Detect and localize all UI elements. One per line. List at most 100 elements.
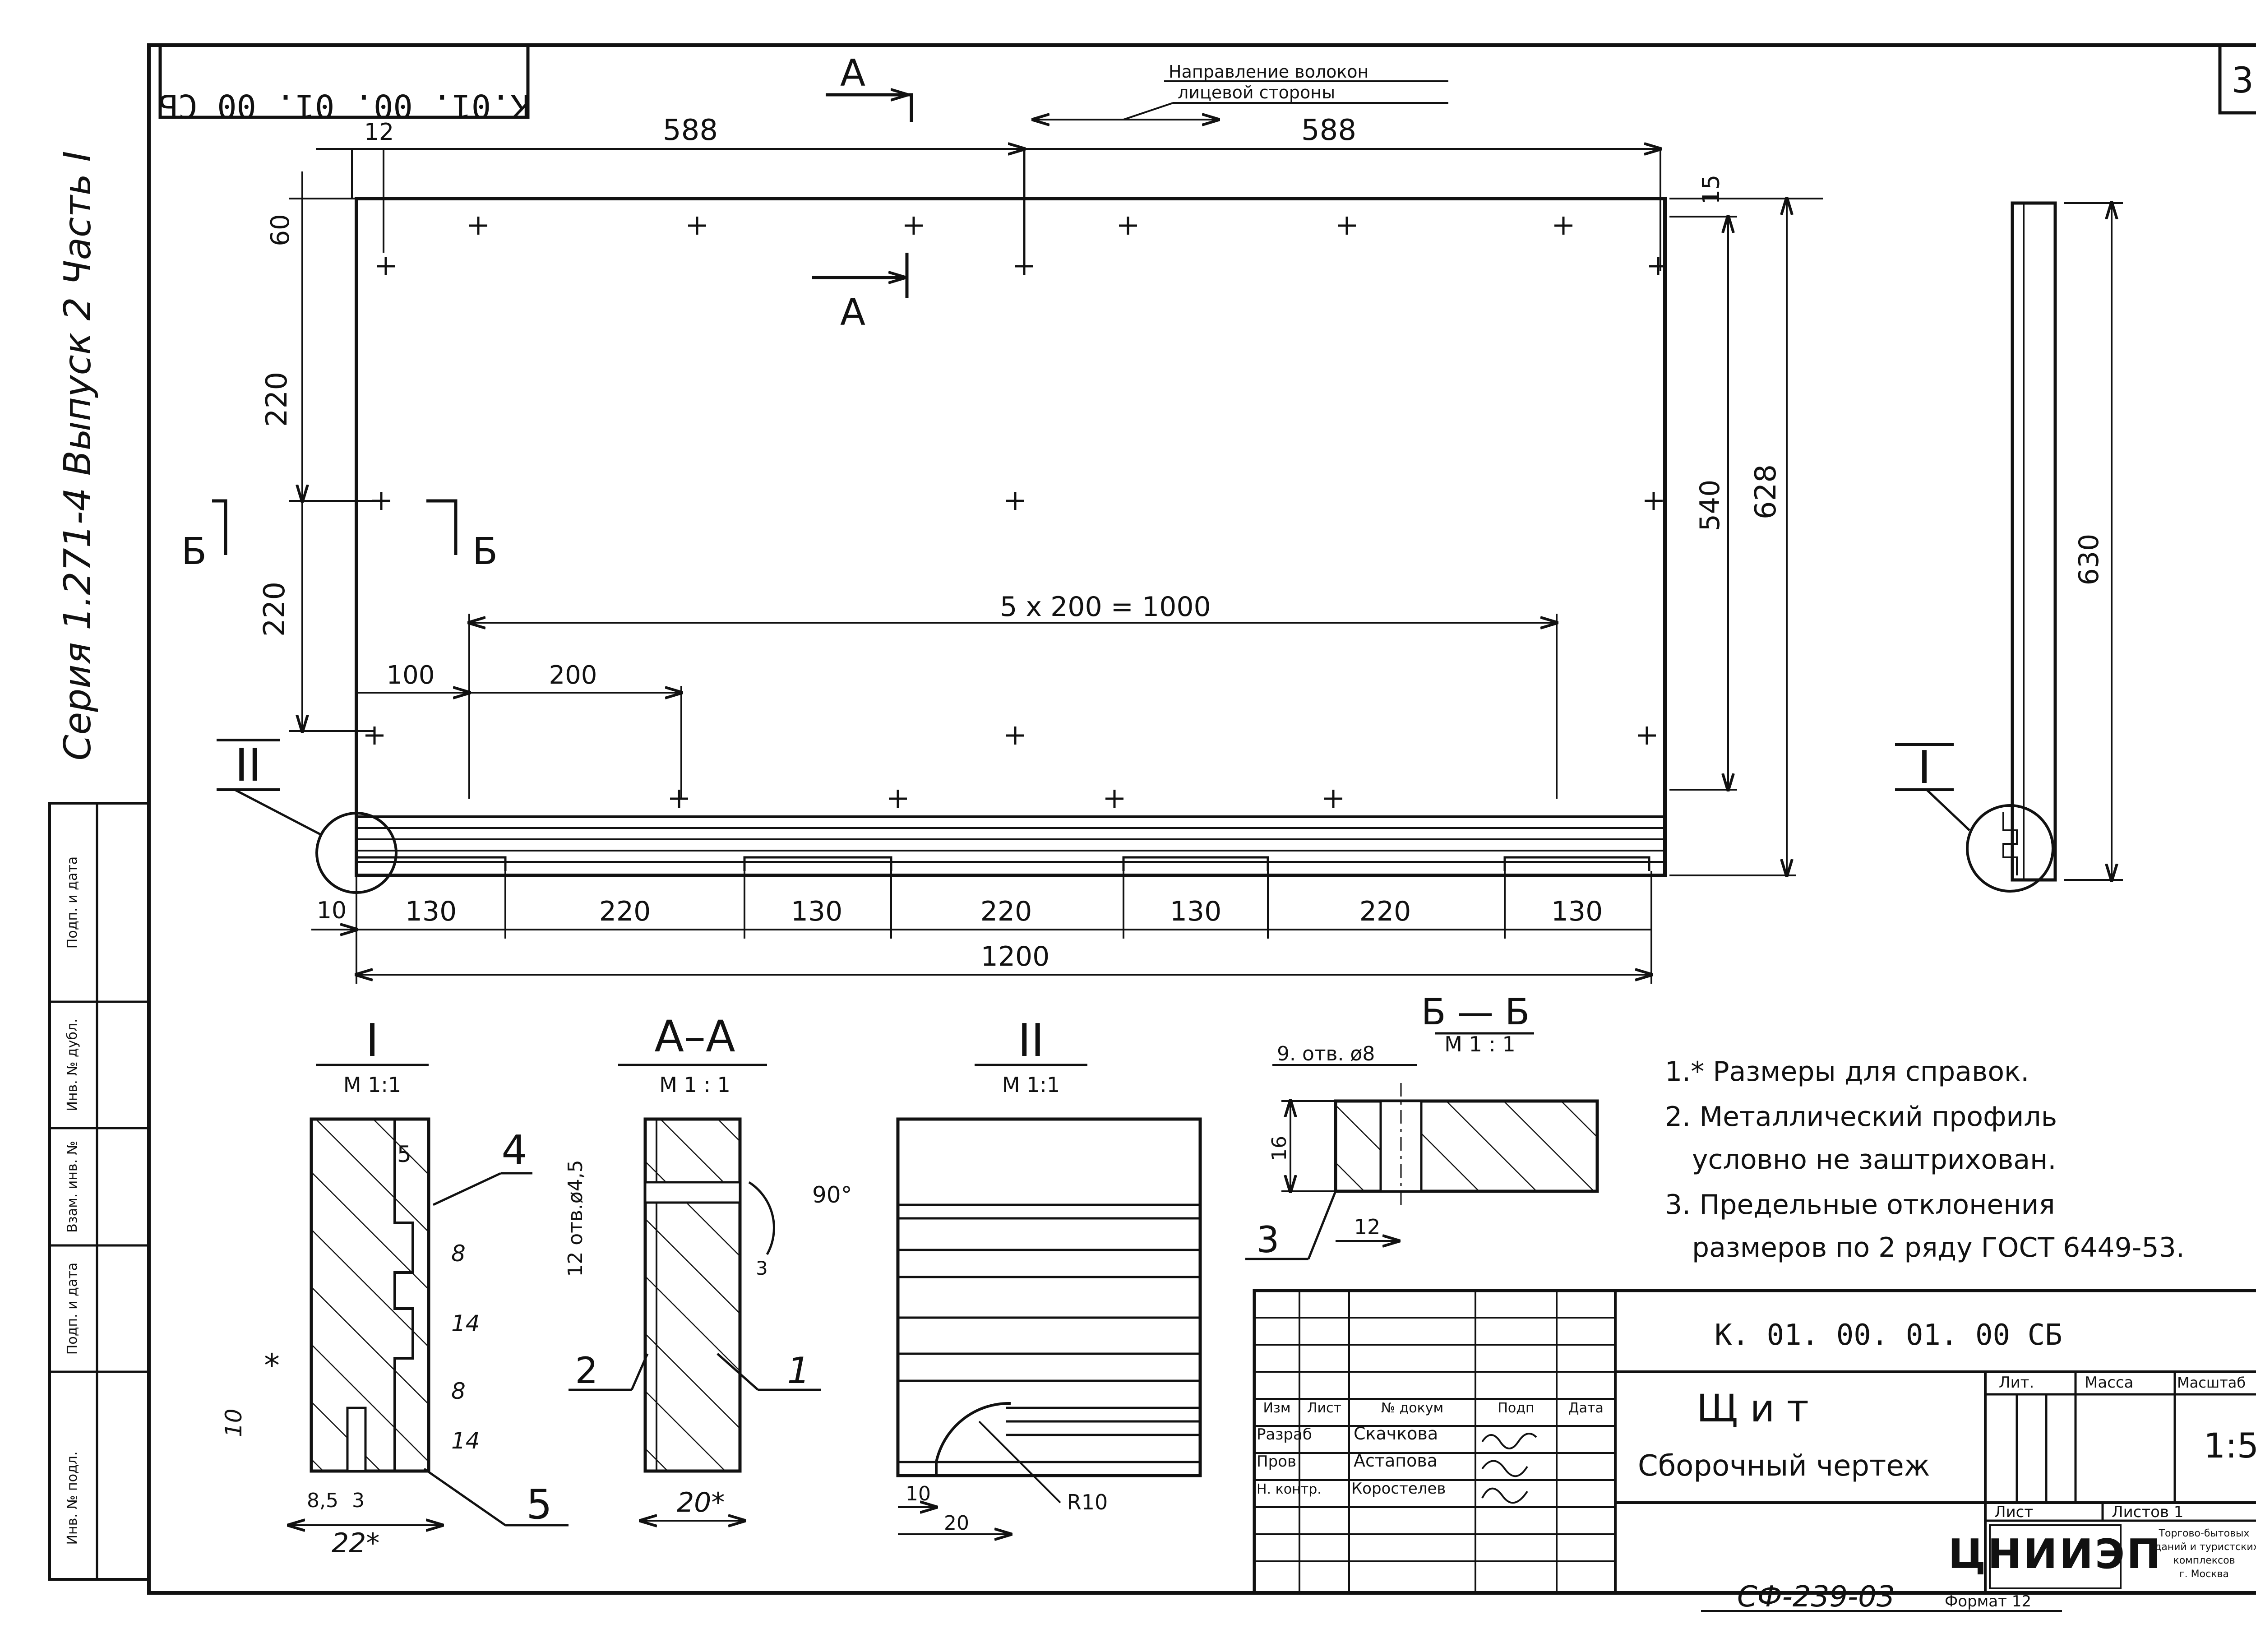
- section-a-top: А: [840, 52, 865, 95]
- series-label: Серия 1.271-4 Выпуск 2 Часть I: [56, 151, 99, 761]
- section-b-right: Б: [472, 530, 498, 573]
- org-logo-text: ЦНИИЭП: [1948, 1531, 2163, 1578]
- bottom-code: СФ-239-03: [1737, 1580, 1895, 1614]
- org-text: Торгово-бытовых: [2159, 1528, 2250, 1539]
- note-line: 1.* Размеры для справок.: [1665, 1056, 2029, 1087]
- detail-I-star: *: [264, 1347, 280, 1384]
- dim-span-1000: 5 х 200 = 1000: [1000, 591, 1211, 623]
- tb-lit: Лит.: [1999, 1374, 2034, 1392]
- tb-code: К. 01. 00. 01. 00 СБ: [1715, 1319, 2062, 1352]
- dim-bottom-seg: 220: [980, 896, 1032, 927]
- tb-person: Скачкова: [1354, 1424, 1438, 1444]
- stamp-label: Подп. и дата: [65, 1263, 80, 1355]
- detail-II-title: II: [1018, 1014, 1045, 1067]
- side-view: 630 I: [1895, 203, 2123, 893]
- sheet-frame: [147, 43, 2256, 1595]
- callout-I-label: I: [1918, 741, 1931, 794]
- detail-BB-d16: 16: [1268, 1136, 1291, 1161]
- signature-mark: [1481, 1487, 1528, 1504]
- detail-AA-leader-1: 1: [787, 1350, 810, 1392]
- tb-name: Щ и т: [1697, 1386, 1809, 1430]
- detail-AA-leader-2: 2: [575, 1350, 598, 1392]
- dim-100: 100: [387, 661, 435, 690]
- section-b-left: Б: [181, 530, 207, 573]
- tb-role: Н. контр.: [1257, 1481, 1322, 1497]
- detail-II-d10: 10: [906, 1482, 931, 1505]
- tb-col-head: Изм: [1263, 1400, 1290, 1416]
- detail-I-dim: 10: [221, 1408, 247, 1437]
- dim-bottom-seg: 220: [1359, 896, 1411, 927]
- dim-side-630: 630: [2073, 534, 2105, 586]
- detail-AA-title: А–А: [654, 1011, 735, 1062]
- detail-II-radius: R10: [1067, 1490, 1108, 1514]
- callout-II: II: [217, 739, 398, 894]
- section-a-markers: А А: [812, 52, 913, 334]
- tb-sheet: Лист: [1994, 1503, 2033, 1521]
- detail-AA-scale: М 1 : 1: [659, 1073, 730, 1097]
- dim-bottom-seg: 130: [791, 896, 843, 927]
- stamp-label: Взам. инв. №: [65, 1141, 80, 1233]
- org-text: зданий и туристских: [2149, 1541, 2256, 1553]
- detail-I-scale: М 1:1: [343, 1073, 401, 1097]
- detail-BB-scale: М 1 : 1: [1444, 1032, 1516, 1056]
- side-stamp: Инв. № подл. Подп. и дата Взам. инв. № И…: [48, 802, 150, 1581]
- stamp-label: Инв. № дубл.: [65, 1018, 80, 1111]
- detail-I-dim: 5: [397, 1141, 411, 1167]
- detail-AA-dim3: 3: [756, 1257, 768, 1279]
- mirrored-code-box: [158, 43, 530, 119]
- detail-I-dim: 14: [451, 1428, 480, 1454]
- detail-I-dim: 8: [451, 1378, 466, 1404]
- dim-top-588b: 588: [1301, 114, 1356, 147]
- dim-top-right: 15: [1698, 175, 1725, 204]
- tb-mass: Масса: [2085, 1374, 2133, 1392]
- tb-role: Пров: [1257, 1453, 1296, 1471]
- dim-right-628: 628: [1749, 464, 1783, 519]
- signature-mark: [1481, 1433, 1537, 1449]
- detail-I-dim: 8: [451, 1240, 466, 1267]
- front-view: [355, 149, 1667, 877]
- dim-right-540: 540: [1694, 480, 1726, 532]
- org-text: г. Москва: [2179, 1569, 2229, 1580]
- detail-I-title: I: [365, 1014, 379, 1067]
- format-label: Формат 12: [1945, 1592, 2031, 1610]
- detail-I-width: 22*: [332, 1527, 379, 1559]
- dim-top-left: 12: [364, 119, 394, 146]
- tb-subname: Сборочный чертеж: [1638, 1449, 1930, 1483]
- fiber-note-line1: Направление волокон: [1169, 62, 1368, 82]
- callout-II-label: II: [235, 739, 262, 791]
- dim-bottom-seg: 130: [1170, 896, 1222, 927]
- section-b-markers: Б Б: [181, 499, 498, 573]
- front-dimensions: 12 588 588 15 60 220 220 540 628 5 х 200…: [258, 114, 1823, 984]
- detail-BB-leader-3: 3: [1257, 1219, 1280, 1261]
- detail-AA-holes: 12 отв.ø4,5: [564, 1160, 587, 1277]
- note-line: 2. Металлический профиль: [1665, 1101, 2057, 1133]
- tb-scale-head: Масштаб: [2177, 1374, 2246, 1391]
- tb-col-head: Дата: [1568, 1400, 1604, 1416]
- detail-I-dim: 3: [352, 1489, 365, 1512]
- sheet-number: 36: [2231, 60, 2256, 101]
- org-logo: [1989, 1524, 2122, 1589]
- detail-I: I М 1:1 5 8 14 8 14 10 8,5 3 22* * 4 5: [221, 1014, 569, 1559]
- note-line: размеров по 2 ряду ГОСТ 6449-53.: [1692, 1232, 2185, 1263]
- dim-overall-1200: 1200: [981, 941, 1050, 972]
- detail-AA-width: 20*: [677, 1487, 725, 1518]
- dim-200: 200: [549, 661, 597, 690]
- dim-left-220b: 220: [258, 582, 291, 637]
- tb-sheets: Листов 1: [2112, 1503, 2183, 1521]
- tb-scale: 1:5: [2204, 1425, 2256, 1466]
- org-text: комплексов: [2173, 1555, 2235, 1566]
- stamp-label: Инв. № подл.: [65, 1452, 80, 1545]
- section-a-bottom: А: [840, 291, 865, 334]
- stamp-label: Подп. и дата: [65, 856, 80, 949]
- dim-top-588a: 588: [663, 114, 718, 147]
- detail-I-leader-5: 5: [526, 1481, 552, 1528]
- detail-II-scale: М 1:1: [1002, 1073, 1060, 1097]
- tb-role: Разраб: [1257, 1425, 1312, 1444]
- tb-col-head: Подп: [1498, 1400, 1534, 1416]
- note-line: 3. Предельные отклонения: [1665, 1189, 2055, 1221]
- mirrored-code: К.01. 00. 01. 00 СБ: [158, 87, 530, 125]
- detail-I-leader-4: 4: [501, 1127, 527, 1174]
- dim-bottom-seg: 130: [1551, 896, 1603, 927]
- detail-BB: Б — Б М 1 : 1 9. отв. ø8 16 12 3: [1245, 991, 1599, 1261]
- fiber-direction-note: Направление волокон лицевой стороны: [1033, 62, 1448, 120]
